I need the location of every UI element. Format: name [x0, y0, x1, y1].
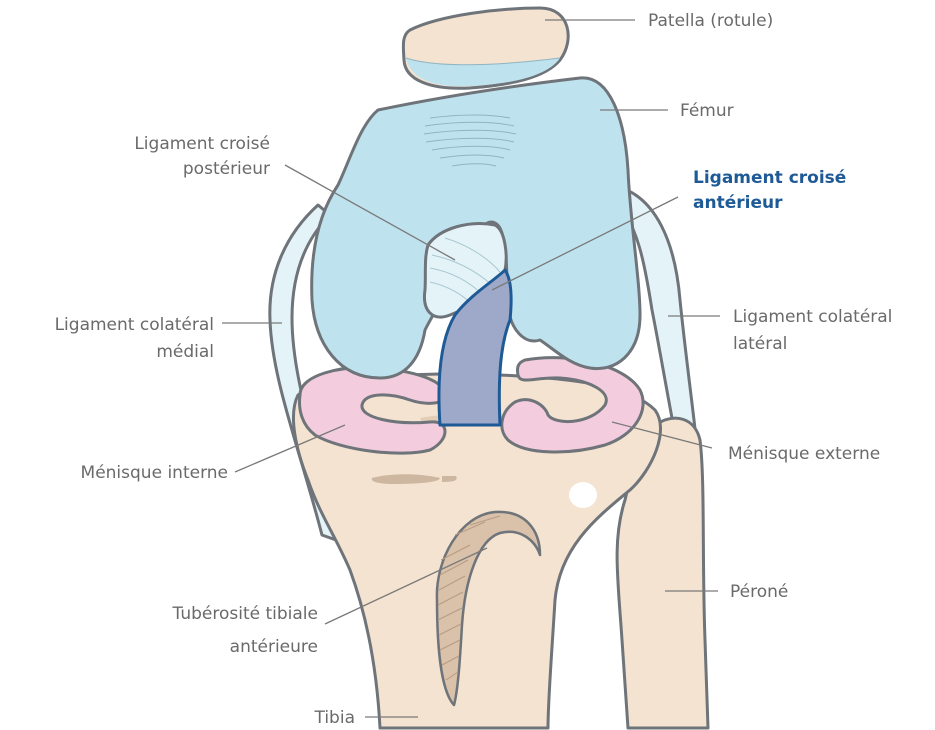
- label-fibula: Péroné: [730, 582, 788, 602]
- label-pcl-line1: Ligament croisé: [134, 134, 270, 154]
- label-femur: Fémur: [680, 101, 734, 121]
- label-acl-line1: Ligament croisé: [693, 168, 846, 188]
- label-acl-line2: antérieur: [693, 193, 783, 213]
- label-pcl-line2: postérieur: [183, 159, 270, 179]
- label-lcl-line2: latéral: [733, 334, 787, 354]
- label-medial-meniscus: Ménisque interne: [81, 463, 228, 483]
- fibular-head-spot: [569, 482, 597, 508]
- label-tibia: Tibia: [313, 708, 355, 728]
- label-tuberosity-line2: antérieure: [230, 637, 318, 657]
- label-mcl-line1: Ligament colatéral: [55, 315, 214, 335]
- label-lateral-meniscus: Ménisque externe: [728, 444, 880, 464]
- label-patella: Patella (rotule): [648, 11, 773, 31]
- label-lcl-line1: Ligament colatéral: [733, 307, 892, 327]
- label-mcl-line2: médial: [156, 342, 214, 362]
- label-tuberosity-line1: Tubérosité tibiale: [172, 604, 318, 624]
